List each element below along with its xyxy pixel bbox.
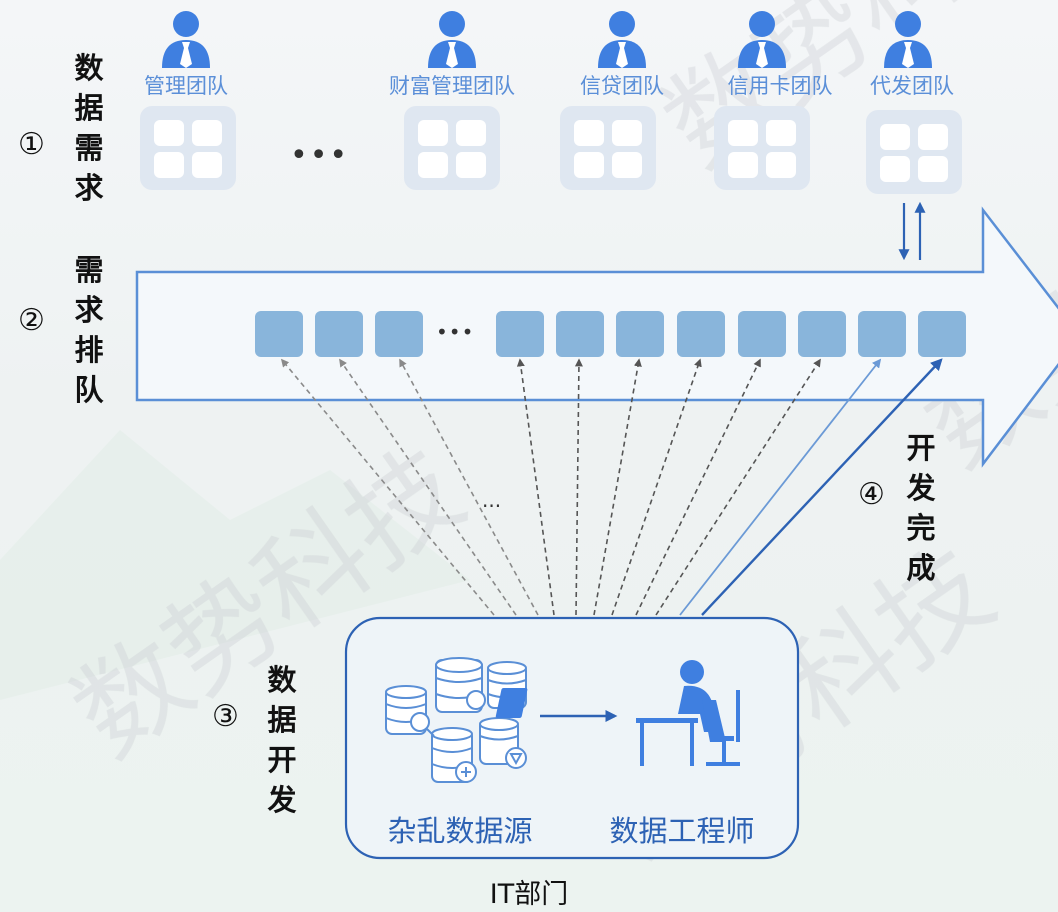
queue-item [496, 311, 544, 357]
step-1-label: 数据需求 [74, 51, 104, 205]
dashed-arrow [593, 358, 642, 616]
engineer-caption: 数据工程师 [609, 814, 755, 848]
queue-item [798, 311, 846, 357]
person-tie-icon [156, 10, 216, 68]
dashed-arrow [635, 358, 761, 616]
queue-item [738, 311, 786, 357]
dashed-arrow [516, 358, 555, 616]
app-grid-icon [714, 106, 810, 190]
bg-mountain [0, 430, 470, 700]
dashed-arrow [399, 358, 539, 616]
queue-item [677, 311, 725, 357]
person-tie-icon [732, 10, 792, 68]
solid-arrow [679, 358, 882, 616]
app-grid-icon [404, 106, 500, 190]
team-label: 信贷团队 [580, 74, 664, 98]
queue-item [858, 311, 906, 357]
step-3-label: 数据开发 [267, 663, 297, 817]
app-grid-icon [866, 110, 962, 194]
step-1-number: ① [18, 127, 45, 162]
step-4-number: ④ [858, 477, 885, 512]
step-3-number: ③ [212, 699, 239, 734]
dashed-arrow [280, 358, 495, 616]
database-stack-icon [385, 657, 527, 783]
watermark-text: 数势科技 [643, 0, 1058, 190]
complete-arrow [701, 358, 943, 616]
sources-caption: 杂乱数据源 [387, 814, 533, 848]
teams-ellipsis: ••• [290, 138, 350, 173]
queue-ellipsis: ••• [436, 320, 475, 344]
step-2-label: 需求排队 [74, 253, 104, 407]
person-tie-icon [592, 10, 652, 68]
arrows-ellipsis: ... [482, 488, 502, 512]
queue-item [375, 311, 423, 357]
app-grid-icon [140, 106, 236, 190]
team-label: 财富管理团队 [389, 74, 515, 98]
it-department-label: IT部门 [489, 879, 569, 910]
dashed-arrow [339, 358, 517, 616]
queue-item [918, 311, 966, 357]
dashed-arrow [574, 358, 583, 616]
team-label: 代发团队 [870, 74, 954, 98]
engineer-at-desk-icon [495, 660, 740, 766]
team-label: 信用卡团队 [727, 74, 833, 98]
queue-item [255, 311, 303, 357]
team-label: 管理团队 [144, 74, 228, 98]
step-2-number: ② [18, 303, 45, 338]
queue-item [556, 311, 604, 357]
step-4-label: 开发完成 [906, 431, 936, 585]
queue-item [616, 311, 664, 357]
person-tie-icon [422, 10, 482, 68]
app-grid-icon [560, 106, 656, 190]
person-tie-icon [878, 10, 938, 68]
queue-item [315, 311, 363, 357]
dashed-arrow [655, 358, 821, 616]
